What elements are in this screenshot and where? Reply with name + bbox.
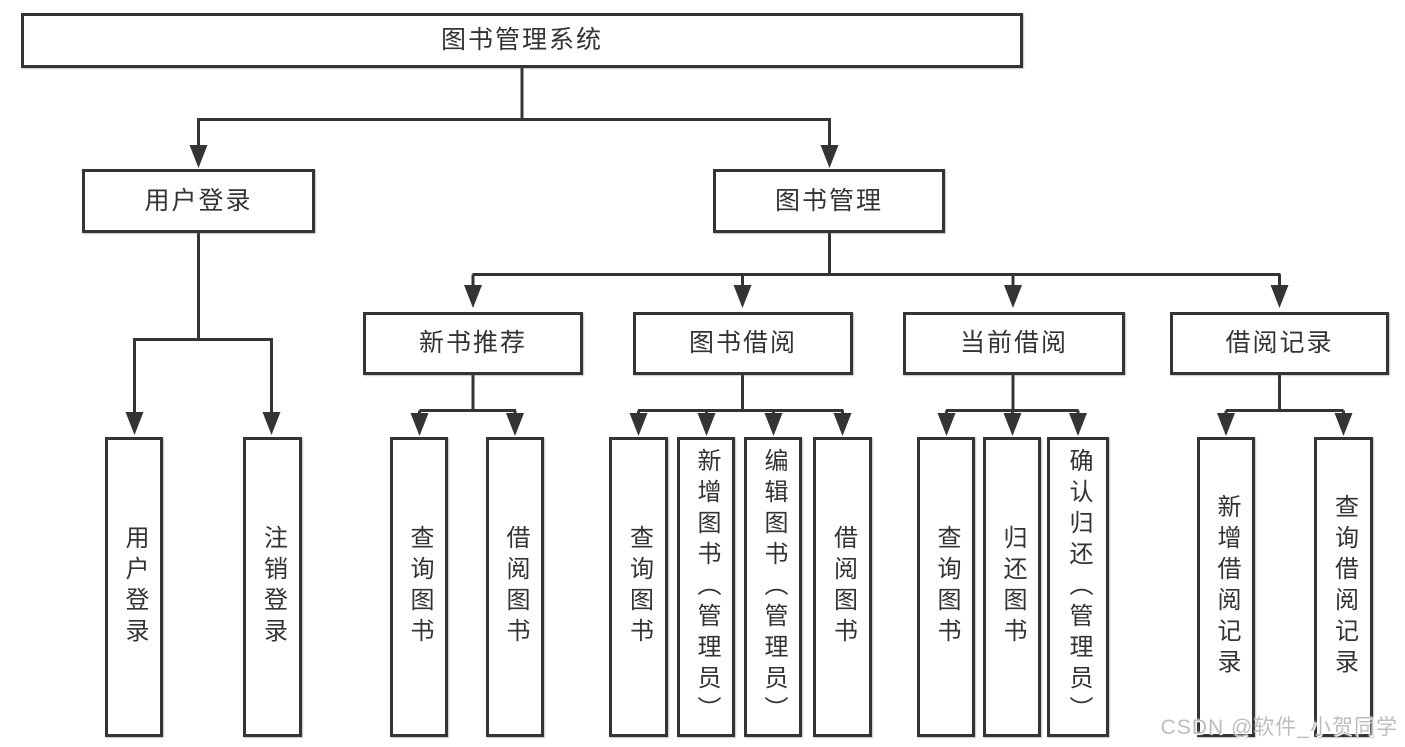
- leaf-borrow-add-books-admin: 新增图书（管理员）: [677, 437, 735, 737]
- leaf-current-query-books: 查询图书: [917, 437, 975, 737]
- csdn-watermark: CSDN @软件_小贺同学: [1160, 716, 1398, 739]
- node-book-management: 图书管理: [713, 169, 945, 233]
- leaf-borrow-borrow-books: 借阅图书: [813, 437, 872, 737]
- arrowheads: [125, 145, 1353, 436]
- leaf-records-add-record: 新增借阅记录: [1197, 437, 1255, 737]
- leaf-records-query-record: 查询借阅记录: [1314, 437, 1373, 737]
- leaf-logout: 注销登录: [243, 437, 302, 737]
- leaf-current-return-books: 归还图书: [983, 437, 1041, 737]
- node-new-book-recommend: 新书推荐: [363, 312, 583, 375]
- node-current-borrow: 当前借阅: [903, 312, 1125, 375]
- leaf-current-confirm-return-admin: 确认归还（管理员）: [1047, 437, 1109, 737]
- leaf-newbook-query-books: 查询图书: [390, 437, 448, 737]
- leaf-borrow-query-books: 查询图书: [609, 437, 668, 737]
- node-borrow-records: 借阅记录: [1170, 312, 1389, 375]
- leaf-borrow-edit-books-admin: 编辑图书（管理员）: [744, 437, 802, 737]
- leaf-newbook-borrow-books: 借阅图书: [486, 437, 544, 737]
- node-user-login: 用户登录: [82, 169, 315, 233]
- leaf-user-login: 用户登录: [105, 437, 163, 737]
- node-root-library-system: 图书管理系统: [21, 13, 1023, 68]
- node-book-borrow: 图书借阅: [633, 312, 853, 375]
